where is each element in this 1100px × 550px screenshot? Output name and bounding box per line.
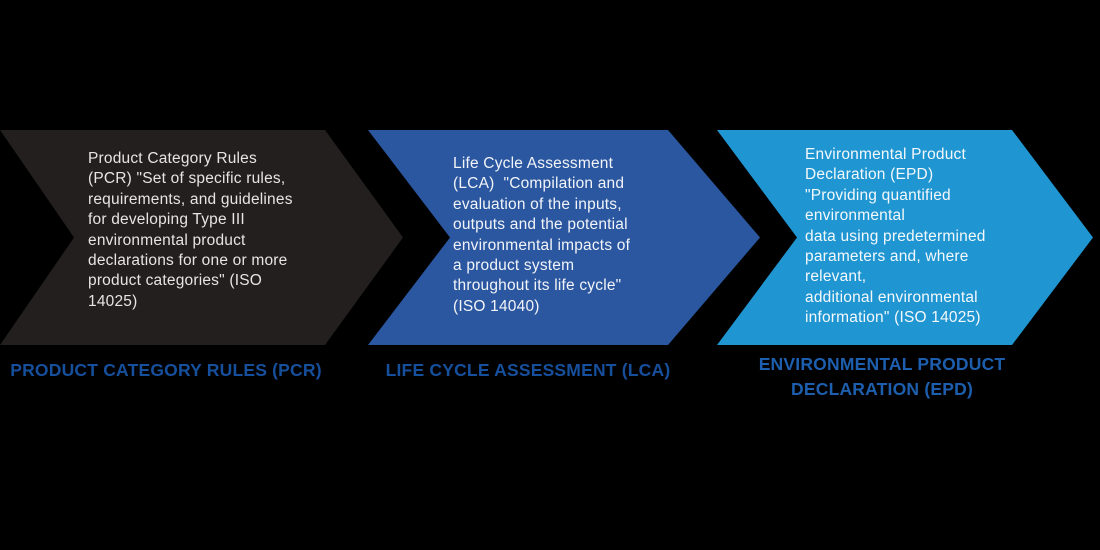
epd-step-label: ENVIRONMENTAL PRODUCT DECLARATION (EPD) <box>758 354 1006 399</box>
pcr-chevron-shape: Product Category Rules (PCR) "Set of spe… <box>0 130 403 345</box>
lca-step-label: LIFE CYCLE ASSESSMENT (LCA) <box>385 360 671 380</box>
epd-chevron-shape: Environmental Product Declaration (EPD) … <box>717 130 1093 345</box>
pcr-definition-text: Product Category Rules (PCR) "Set of spe… <box>88 150 293 310</box>
pcr-step-label: PRODUCT CATEGORY RULES (PCR) <box>10 360 322 380</box>
epd-definition-text: Environmental Product Declaration (EPD) … <box>805 146 986 327</box>
lca-chevron-shape: Life Cycle Assessment (LCA) "Compilation… <box>368 130 760 345</box>
lca-definition-text: Life Cycle Assessment (LCA) "Compilation… <box>453 155 631 315</box>
